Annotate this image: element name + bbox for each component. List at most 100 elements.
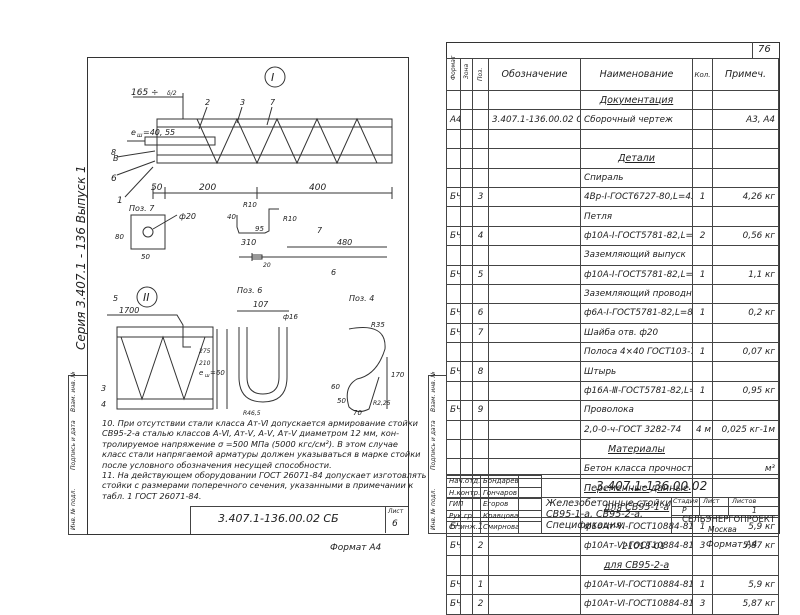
dim-20: 20 bbox=[263, 262, 271, 269]
callout-3: 3 bbox=[240, 98, 245, 107]
row-format: БЧ bbox=[446, 535, 461, 557]
spec-row: ф16А-Ⅲ-ГОСТ5781-82,L=60010,95 кг bbox=[446, 380, 779, 402]
dim-1700: 1700 bbox=[119, 306, 139, 315]
row-qty bbox=[692, 439, 713, 460]
row-pos: 8 bbox=[472, 361, 489, 382]
right-side-label-3: Взам. инв. № bbox=[430, 371, 437, 412]
stamp-name: Егоров bbox=[480, 498, 519, 511]
row-note bbox=[712, 245, 779, 266]
row-format: БЧ bbox=[446, 225, 461, 247]
stamp-title-1: Железобетонные стойки bbox=[546, 498, 672, 509]
left-sheet-number: 6 bbox=[392, 519, 398, 529]
stamp-role: Ст.инж. bbox=[446, 521, 481, 534]
note-line: тролируемое напряжение σ =500 МПа (5000 … bbox=[102, 438, 398, 449]
stamp-title-cell bbox=[541, 497, 672, 533]
spec-row: Бетон класса прочности В25.03м³ bbox=[446, 458, 779, 479]
row-zone bbox=[460, 186, 473, 208]
row-qty bbox=[692, 322, 713, 344]
left-doc-code: 3.407.1-136.00.02 СБ bbox=[218, 512, 339, 525]
callout-5: 5 bbox=[113, 294, 118, 303]
spec-row: БЧ7Шайба отв. ф20 bbox=[446, 322, 779, 344]
row-qty: 2 bbox=[692, 225, 713, 247]
row-format bbox=[446, 419, 461, 441]
row-designation bbox=[488, 322, 581, 344]
row-zone bbox=[460, 322, 473, 344]
stamp-org: СЕЛЬЭНЕРГОПРОЕКТ bbox=[682, 515, 776, 525]
row-note: 0,025 кг-1м bbox=[712, 419, 779, 441]
note-line: стойки с размерами поперечного сечения, … bbox=[102, 480, 414, 491]
row-zone bbox=[460, 439, 473, 460]
stamp-role: Н.контр. bbox=[446, 486, 481, 499]
row-pos bbox=[472, 109, 489, 130]
row-designation bbox=[488, 419, 581, 441]
row-pos bbox=[472, 206, 489, 227]
row-qty: 1 bbox=[692, 342, 713, 363]
row-designation bbox=[488, 361, 581, 382]
dim-210: 210 bbox=[199, 360, 211, 367]
e-sub: ш bbox=[137, 132, 143, 139]
row-pos bbox=[472, 148, 489, 169]
row-qty: 1 bbox=[692, 303, 713, 324]
callout-3b: 3 bbox=[101, 384, 106, 393]
r35: R35 bbox=[371, 321, 385, 329]
row-note bbox=[712, 206, 779, 227]
notes-block: 10. При отсутствии стали класса Ат-Ⅵ доп… bbox=[102, 418, 426, 501]
row-designation bbox=[488, 128, 581, 150]
row-note: 5,87 кг bbox=[712, 594, 779, 615]
d225: R2,25 bbox=[373, 400, 391, 407]
row-designation bbox=[488, 264, 581, 285]
right-format-label: Формат А4 bbox=[706, 540, 758, 550]
note-line: табл. 1 ГОСТ 26071-84. bbox=[102, 490, 202, 501]
row-note bbox=[712, 322, 779, 344]
row-pos: 4 bbox=[472, 225, 489, 247]
row-qty bbox=[692, 89, 713, 111]
row-qty: 3 bbox=[692, 594, 713, 615]
row-format: А4 bbox=[446, 109, 461, 130]
row-qty: 1 bbox=[692, 186, 713, 208]
row-format bbox=[446, 89, 461, 111]
spec-row: Полоса 4×40 ГОСТ103-76,L=5010,07 кг bbox=[446, 342, 779, 363]
row-note bbox=[712, 361, 779, 382]
dim-40: 40 bbox=[227, 213, 236, 221]
row-note bbox=[712, 148, 779, 169]
row-pos: 6 bbox=[472, 303, 489, 324]
phi16: ф16 bbox=[283, 313, 298, 321]
row-designation bbox=[488, 186, 581, 208]
stamp-row: Н.контр.Гончаров bbox=[446, 486, 542, 499]
row-designation bbox=[488, 89, 581, 111]
stamp-sign bbox=[518, 498, 542, 511]
row-designation bbox=[488, 303, 581, 324]
row-designation bbox=[488, 206, 581, 227]
note-line: после условного обозначения несущей спос… bbox=[102, 459, 332, 470]
row-format: БЧ bbox=[446, 574, 461, 596]
dim-310: 310 bbox=[241, 238, 256, 247]
dim-480: 480 bbox=[337, 238, 352, 247]
row-name: Полоса 4×40 ГОСТ103-76,L=50 bbox=[580, 342, 693, 363]
poz7-label: Поз. 7 bbox=[129, 204, 155, 213]
row-format: БЧ bbox=[446, 361, 461, 382]
stamp-title-3: Спецификация. bbox=[546, 520, 625, 531]
row-note: 4,26 кг bbox=[712, 186, 779, 208]
row-zone bbox=[460, 89, 473, 111]
row-designation bbox=[488, 594, 581, 615]
row-designation bbox=[488, 342, 581, 363]
row-note bbox=[712, 439, 779, 460]
row-qty bbox=[692, 206, 713, 227]
row-name: Петля bbox=[580, 206, 693, 227]
row-zone bbox=[460, 225, 473, 247]
left-title-box bbox=[190, 506, 408, 534]
row-name: ф6А-I-ГОСТ5781-82,L=800 bbox=[580, 303, 693, 324]
callout-8: 8 bbox=[111, 148, 116, 157]
row-qty bbox=[692, 361, 713, 382]
row-note: 0,2 кг bbox=[712, 303, 779, 324]
left-sheet-cell bbox=[385, 506, 408, 533]
stamp-sign bbox=[518, 521, 542, 534]
spec-row: БЧ9Проволока bbox=[446, 400, 779, 421]
row-format bbox=[446, 167, 461, 188]
spec-row: Документация bbox=[446, 89, 779, 111]
row-format: БЧ bbox=[446, 303, 461, 324]
row-designation bbox=[488, 225, 581, 247]
callout-1: 1 bbox=[117, 196, 123, 206]
r465: R46,5 bbox=[243, 410, 261, 417]
